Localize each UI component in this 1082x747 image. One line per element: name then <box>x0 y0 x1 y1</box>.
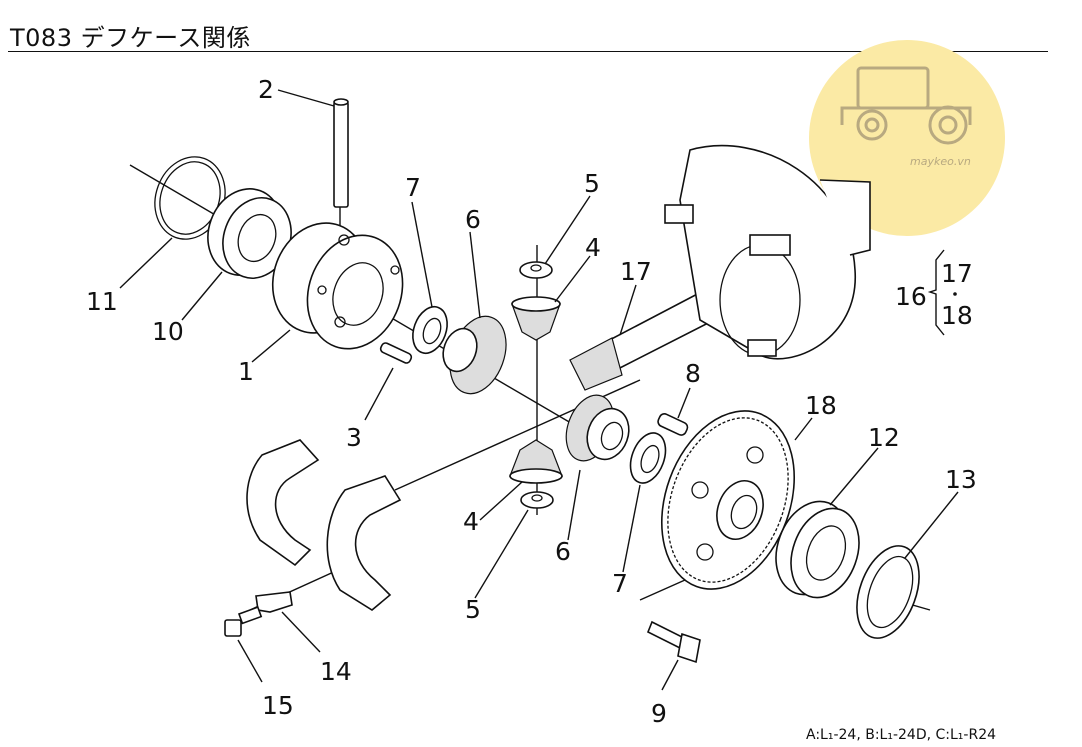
label-part-4-lower: 4 <box>463 507 479 536</box>
part-1-diff-case <box>271 222 404 350</box>
part-18-ring-gear <box>660 410 796 590</box>
label-part-8: 8 <box>685 359 701 388</box>
label-part-7-lower: 7 <box>612 569 628 598</box>
part-10-bearing <box>207 188 292 279</box>
label-part-12: 12 <box>868 423 900 452</box>
label-part-6-lower: 6 <box>555 537 571 566</box>
label-part-17: 17 <box>620 257 652 286</box>
title-underline <box>8 51 1048 52</box>
part-2-pin <box>333 98 349 208</box>
label-part-13: 13 <box>945 465 977 494</box>
part-5-washer-lower <box>520 491 554 509</box>
label-part-3: 3 <box>346 423 362 452</box>
label-part-16: 16 <box>895 282 927 311</box>
tractor-icon <box>840 66 972 145</box>
part-4-pinion-lower <box>509 439 563 484</box>
label-part-15: 15 <box>262 691 294 720</box>
part-3-small-pin <box>379 342 413 364</box>
leader-lines <box>119 89 959 691</box>
watermark-text: maykeo.vn <box>910 155 971 168</box>
part-12-bearing <box>775 500 860 599</box>
page-title: T083 デフケース関係 <box>10 24 251 52</box>
part-14-plate <box>255 591 293 613</box>
bracket-dot <box>953 292 957 296</box>
part-5-washer-upper <box>519 261 553 279</box>
part-15-bolt <box>224 606 263 637</box>
bearing-caps <box>246 439 402 611</box>
label-part-18: 18 <box>805 391 837 420</box>
part-13-lock-nut <box>856 545 920 639</box>
label-part-9: 9 <box>651 699 667 728</box>
label-part-2: 2 <box>258 75 274 104</box>
part-6-side-gear-upper <box>442 315 507 395</box>
label-part-1: 1 <box>238 357 254 386</box>
part-number-labels: 2 11 10 1 3 7 6 5 4 17 8 18 12 13 4 6 5 … <box>86 75 977 728</box>
part-4-pinion-upper <box>511 296 561 341</box>
label-part-4-upper: 4 <box>585 233 601 262</box>
bracket-16 <box>927 249 945 336</box>
label-part-10: 10 <box>152 317 184 346</box>
label-part-6-upper: 6 <box>465 205 481 234</box>
part-6-side-gear-lower <box>565 394 630 462</box>
part-7-thrust-washer-lower <box>629 432 667 484</box>
label-part-11: 11 <box>86 287 118 316</box>
model-applicability-note: A:L₁-24, B:L₁-24D, C:L₁-R24 <box>806 727 997 743</box>
part-9-bolt <box>646 620 701 664</box>
diff-housing <box>664 144 871 360</box>
label-part-18-variant: 18 <box>941 301 973 330</box>
label-part-5-lower: 5 <box>465 595 481 624</box>
label-part-14: 14 <box>320 657 352 686</box>
part-7-thrust-washer-upper <box>412 305 448 355</box>
label-part-17-variant: 17 <box>941 259 973 288</box>
label-part-7-upper: 7 <box>405 173 421 202</box>
part-8-pin <box>657 413 689 436</box>
label-part-5-upper: 5 <box>584 169 600 198</box>
